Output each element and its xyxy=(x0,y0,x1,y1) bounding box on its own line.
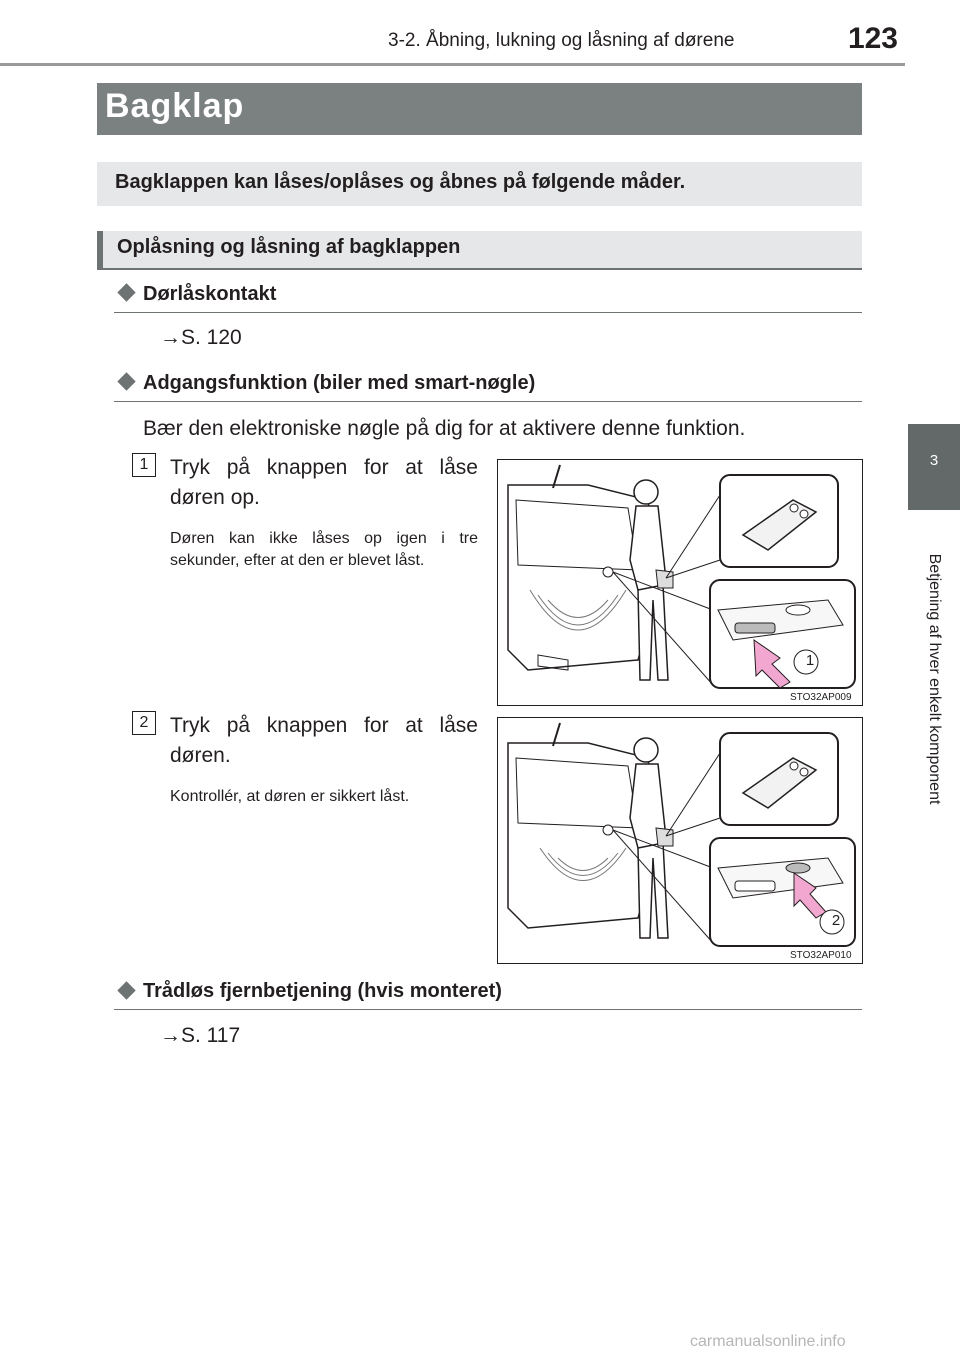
figure-caption: STO32AP009 xyxy=(790,692,852,703)
diamond-bullet-icon xyxy=(117,283,136,302)
watermark-text: carmanualsonline.info xyxy=(690,1333,846,1350)
header-divider xyxy=(0,63,905,66)
figure-callout-number: 2 xyxy=(831,912,841,929)
diamond-bullet-icon xyxy=(117,372,136,391)
item-divider xyxy=(114,401,862,402)
figure-callout-number: 1 xyxy=(805,652,815,669)
intro-box: Bagklappen kan låses/oplåses og åbnes på… xyxy=(97,162,862,206)
figure-tailgate-unlock: 1 STO32AP009 xyxy=(497,459,863,706)
item-divider xyxy=(114,312,862,313)
section-header: 3-2. Åbning, lukning og låsning af døren… xyxy=(388,30,735,51)
step-number-badge: 1 xyxy=(132,453,156,477)
diamond-bullet-icon xyxy=(117,981,136,1000)
subsection-header: Oplåsning og låsning af bagklappen xyxy=(97,231,862,270)
page-title: Bagklap xyxy=(105,87,245,125)
item-description: Bær den elektroniske nøgle på dig for at… xyxy=(143,417,746,440)
page-reference-link[interactable]: →S. 120 xyxy=(160,326,242,349)
intro-text: Bagklappen kan låses/oplåses og åbnes på… xyxy=(115,171,686,193)
figure-tailgate-lock: 2 STO32AP010 xyxy=(497,717,863,964)
tailgate-unlock-illustration xyxy=(507,464,856,689)
item-heading: Dørlåskontakt xyxy=(143,283,277,305)
item-heading: Adgangsfunktion (biler med smart-nøgle) xyxy=(143,372,536,394)
subsection-title: Oplåsning og låsning af bagklappen xyxy=(117,236,461,258)
step-note: Kontrollér, at døren er sikkert låst. xyxy=(170,788,410,805)
page-number: 123 xyxy=(847,22,898,55)
chapter-tab-label: Betjening af hver enkelt komponent xyxy=(926,553,943,805)
step-number-badge: 2 xyxy=(132,711,156,735)
item-heading: Trådløs fjernbetjening (hvis monteret) xyxy=(143,980,502,1002)
item-divider xyxy=(114,1009,862,1010)
step-instruction: Tryk på knappen for at låse døren. xyxy=(170,714,478,767)
tailgate-lock-illustration xyxy=(507,722,856,947)
step-instruction: Tryk på knappen for at låse døren op. xyxy=(170,456,478,509)
page-title-bar: Bagklap xyxy=(97,83,862,135)
chapter-tab[interactable]: Betjening af hver enkelt komponent xyxy=(908,510,960,848)
step-note: Døren kan ikke låses op igen i tre sekun… xyxy=(170,530,478,569)
page-reference-link[interactable]: →S. 117 xyxy=(160,1024,241,1047)
figure-caption: STO32AP010 xyxy=(790,950,852,961)
chapter-tab-number[interactable]: 3 xyxy=(908,424,960,510)
